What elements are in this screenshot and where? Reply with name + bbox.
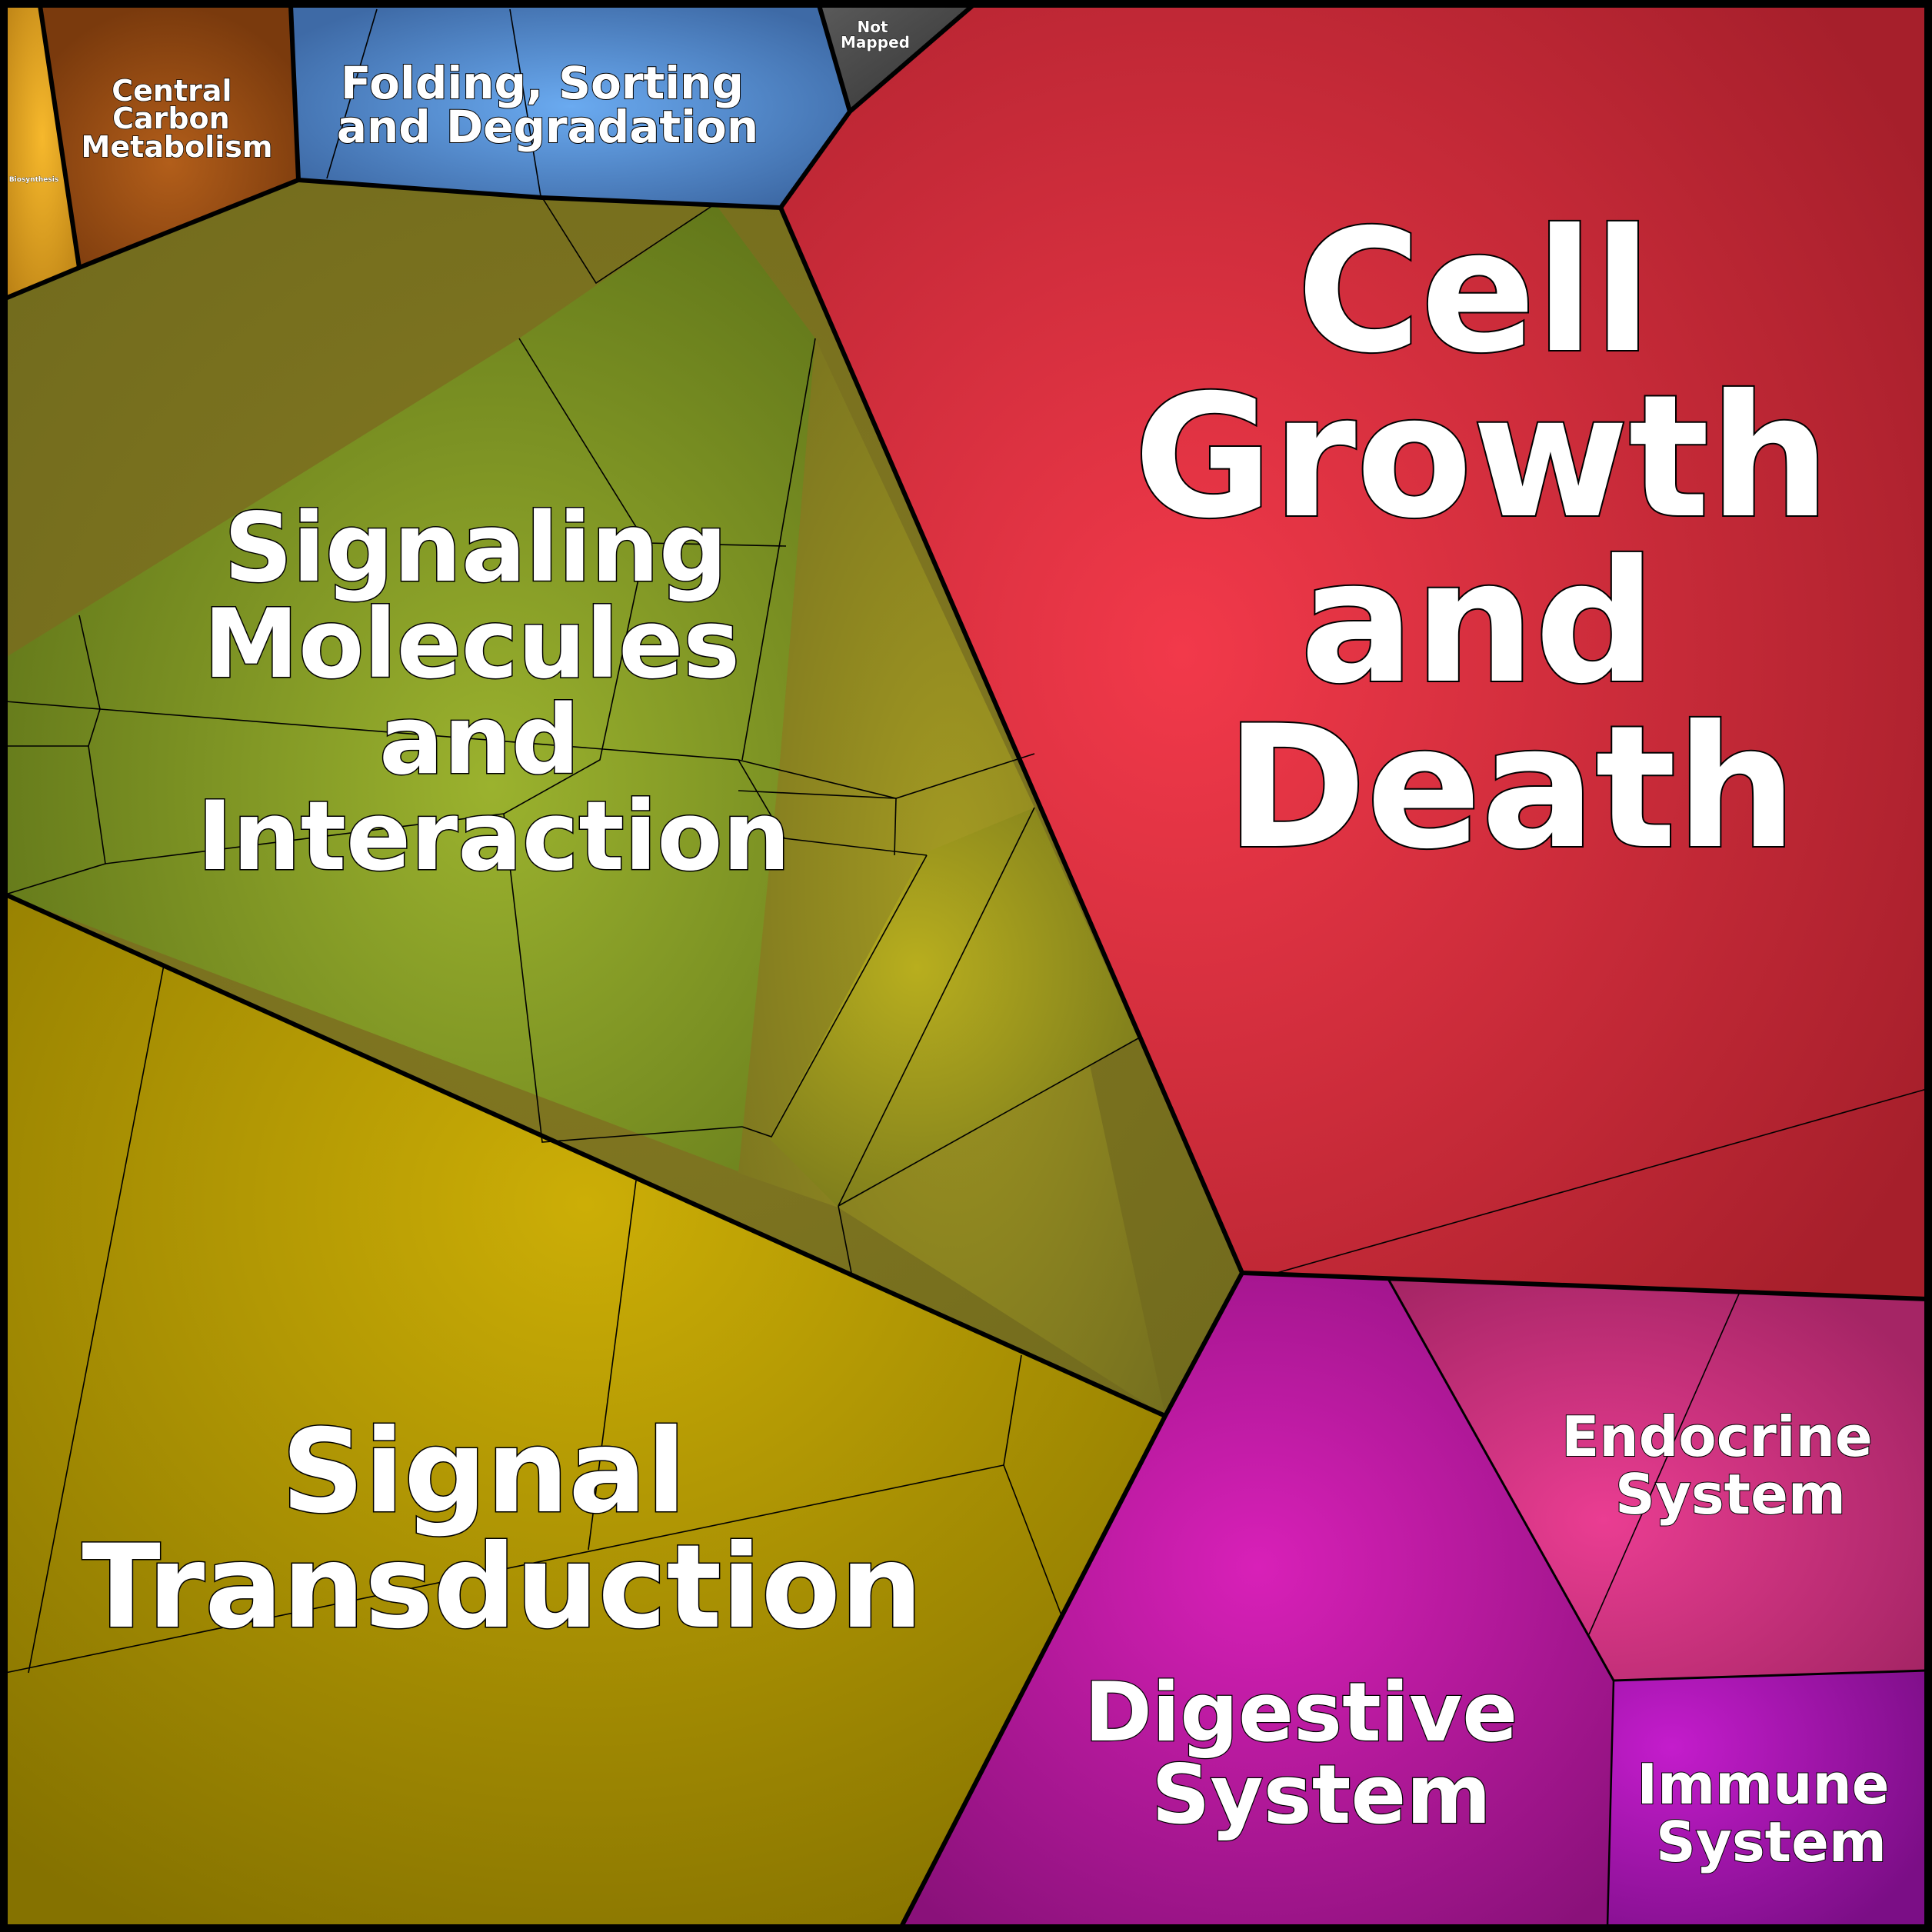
sub-cell-borders xyxy=(5,8,1927,1674)
region-biosynthesis[interactable] xyxy=(5,5,79,298)
label-central-carbon-metabolism: Central Carbon Metabolism xyxy=(82,74,273,164)
label-signal-transduction: Signal Transduction xyxy=(82,1405,922,1654)
region-signal-transduction[interactable] xyxy=(5,894,1165,1927)
region-folding-sorting-degradation[interactable] xyxy=(291,5,850,208)
label-biosynthesis: Biosynthesis xyxy=(9,176,58,184)
region-not-mapped[interactable] xyxy=(819,5,973,112)
label-endocrine-system: Endocrine System xyxy=(1561,1404,1891,1527)
region-yellow-right[interactable] xyxy=(769,808,1138,1208)
label-not-mapped: Not Mapped xyxy=(841,18,910,52)
region-central-carbon-metabolism[interactable] xyxy=(40,5,298,268)
label-digestive-system: Digestive System xyxy=(1084,1665,1546,1842)
region-immune-system[interactable] xyxy=(1607,1671,1927,1927)
label-immune-system: Immune System xyxy=(1637,1752,1908,1874)
label-signaling-molecules-and-interaction: Signaling Molecules and Interaction xyxy=(197,493,790,892)
label-folding-sorting-degradation: Folding, Sorting and Degradation xyxy=(337,57,759,153)
label-cell-growth-and-death: Cell Growth and Death xyxy=(1134,193,1889,886)
region-digestive-system[interactable] xyxy=(901,1273,1614,1927)
region-cell-growth-and-death[interactable] xyxy=(781,5,1927,1299)
region-signaling-molecules-and-interaction[interactable] xyxy=(5,204,815,1173)
